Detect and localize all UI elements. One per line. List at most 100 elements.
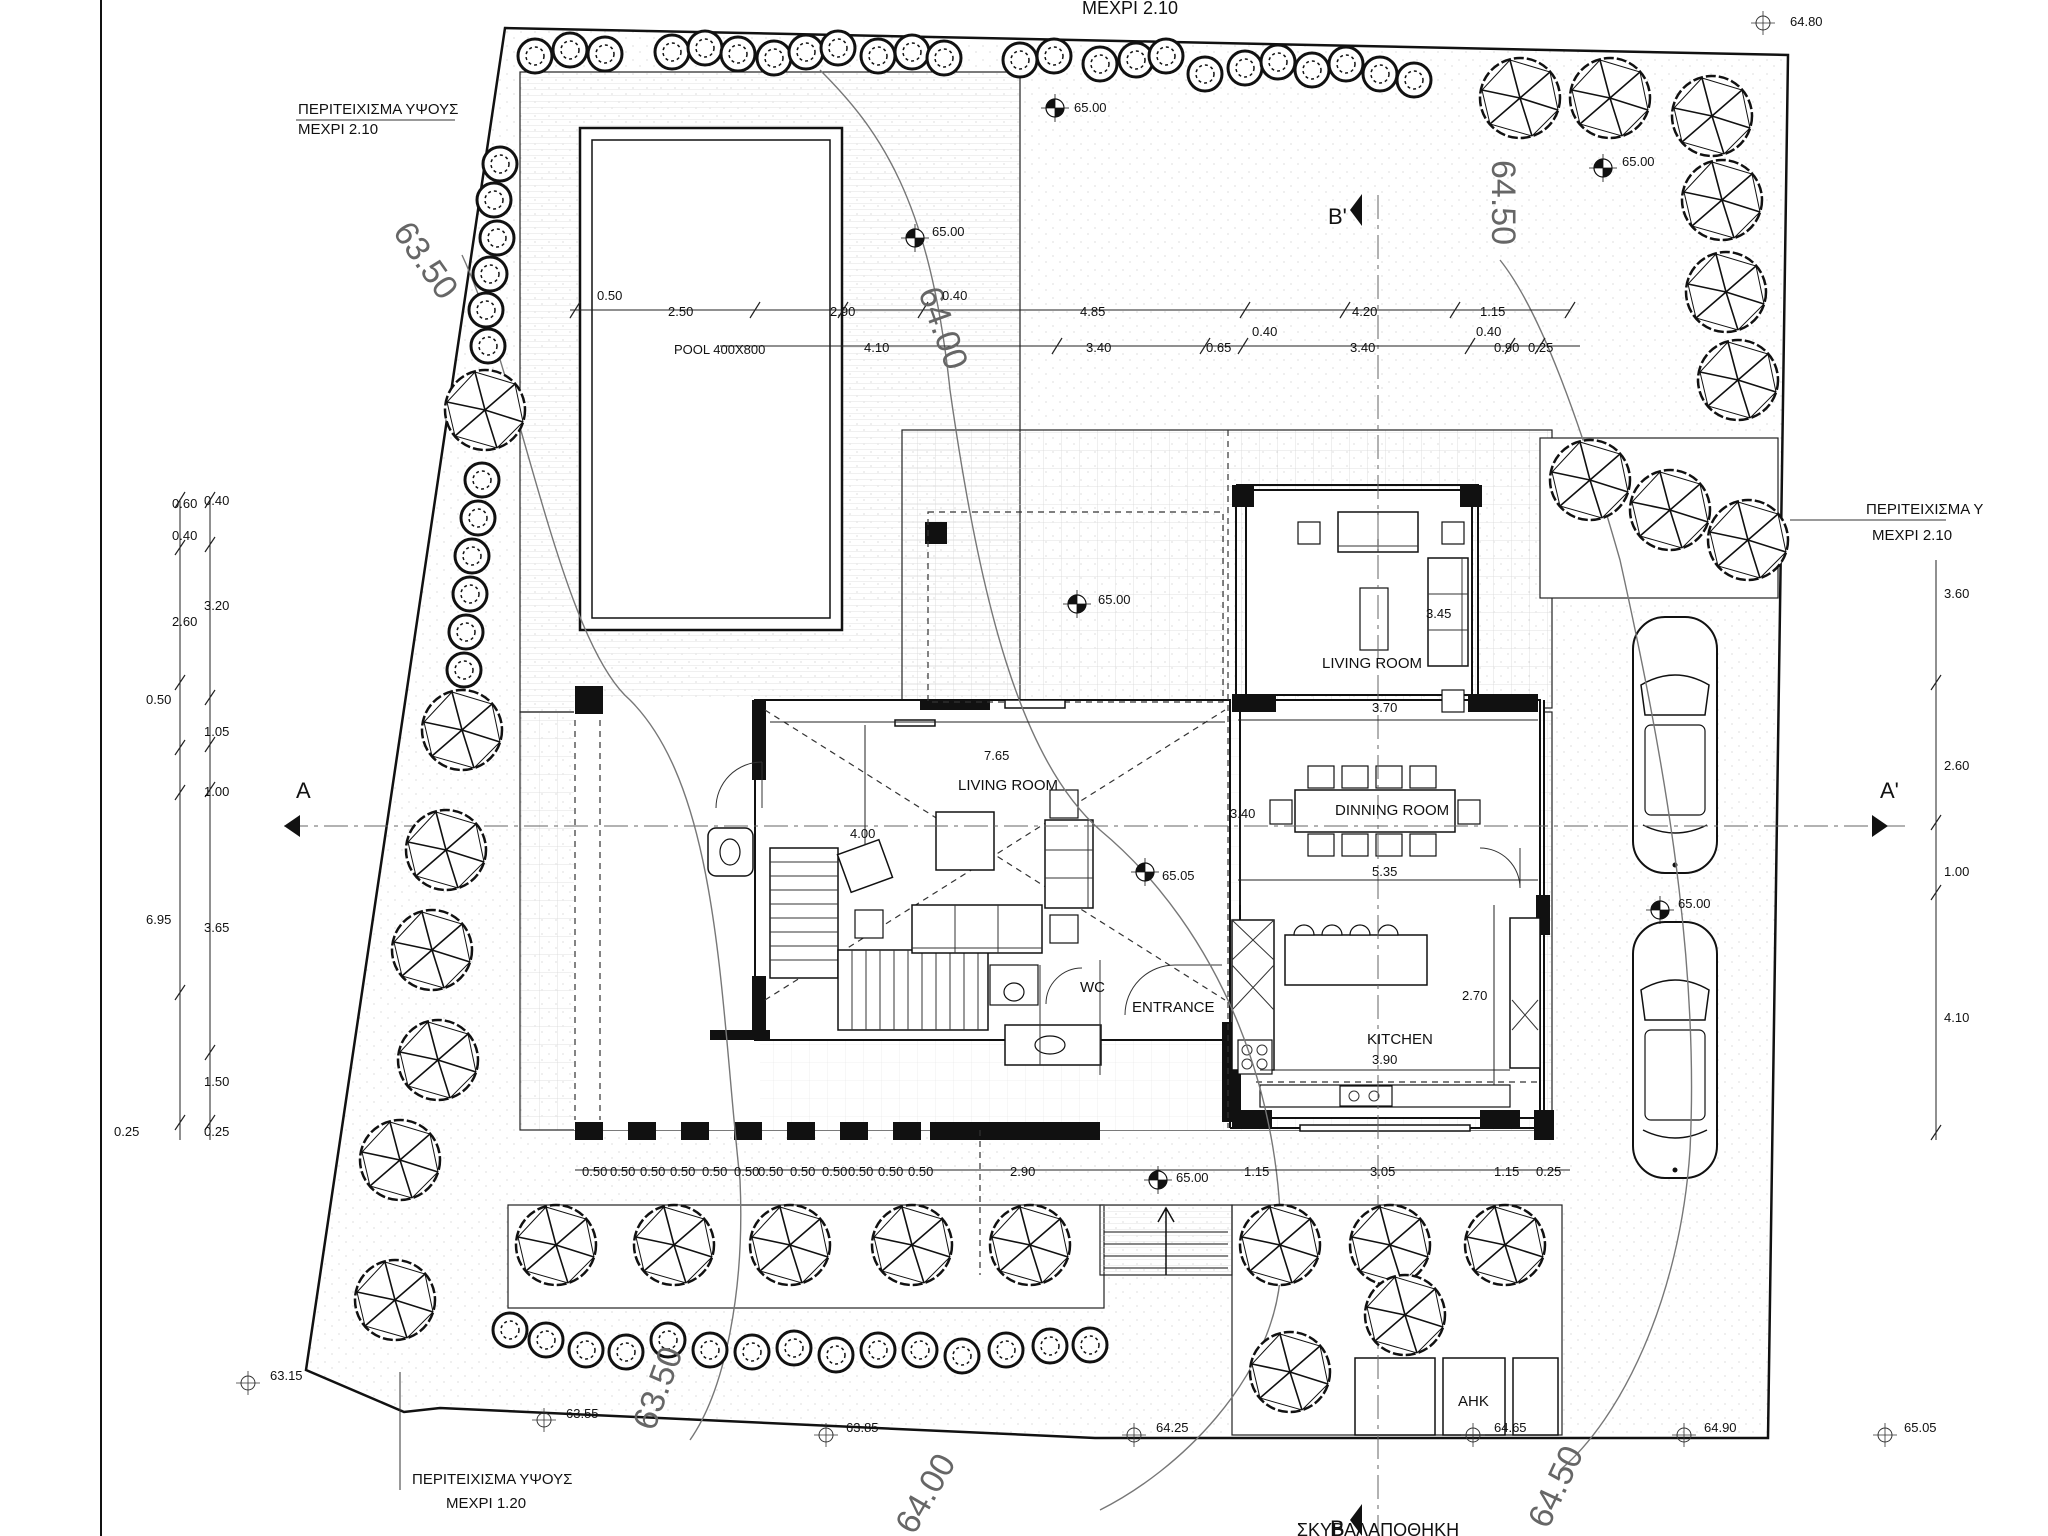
dim-bottom-10: 0.50	[878, 1164, 903, 1179]
level-garden-1: 65.00	[1074, 100, 1107, 115]
dim-left-out-2: 0.50	[146, 692, 171, 707]
dim-right-3: 4.10	[1944, 1010, 1969, 1025]
dim-bottom-16: 0.25	[1536, 1164, 1561, 1179]
dim-top1-1: 2.50	[668, 304, 693, 319]
dim-bottom-12: 2.90	[1010, 1164, 1035, 1179]
dim-living-room-width: 3.70	[1372, 700, 1397, 715]
wall-note-bottom-1: ΠΕΡΙΤΕΙΧΙΣΜΑ ΥΨΟΥΣ	[412, 1471, 572, 1488]
dim-left-in-4: 1.00	[204, 784, 229, 799]
contour-label-6: 64.50	[1521, 1440, 1591, 1533]
dim-bottom-15: 1.15	[1494, 1164, 1519, 1179]
wall-note-right-2: ΜΕΧΡΙ 2.10	[1872, 527, 1952, 544]
wall-note-top: ΜΕΧΡΙ 2.10	[1082, 0, 1178, 18]
dim-top1-4: 4.85	[1080, 304, 1105, 319]
wall-note-left-1: ΠΕΡΙΤΕΙΧΙΣΜΑ ΥΨΟΥΣ	[298, 101, 458, 118]
dim-left-out-1: 2.60	[172, 614, 197, 629]
dim-left-out-4: 0.25	[114, 1124, 139, 1139]
dim-bottom-8: 0.50	[822, 1164, 847, 1179]
level-front: 65.00	[1176, 1170, 1209, 1185]
dim-top1-3: 0.40	[942, 288, 967, 303]
dim-bottom-1: 0.50	[610, 1164, 635, 1179]
car-top	[1632, 616, 1718, 874]
level-terrace: 65.00	[1098, 592, 1131, 607]
level-parking: 65.00	[1678, 896, 1711, 911]
level-b2: 63.55	[566, 1406, 599, 1421]
dim-left-in-6: 1.50	[204, 1074, 229, 1089]
dim-bottom-7: 0.50	[790, 1164, 815, 1179]
car-bottom	[1632, 921, 1718, 1179]
dim-top1-5: 4.20	[1352, 304, 1377, 319]
dim-right-0: 3.60	[1944, 586, 1969, 601]
dim-left-in-7: 0.25	[204, 1124, 229, 1139]
level-garden-2: 65.00	[1622, 154, 1655, 169]
contour-label-5: 64.00	[888, 1447, 963, 1536]
dim-left-in-1: 0.40	[172, 528, 197, 543]
level-b3: 63.85	[846, 1420, 879, 1435]
pool-label: POOL 400X800	[674, 342, 765, 357]
dim-living-width: 7.65	[984, 748, 1009, 763]
contour-label-1: 63.50	[385, 215, 465, 307]
dim-left-in-5: 3.65	[204, 920, 229, 935]
level-b5: 64.65	[1494, 1420, 1527, 1435]
ahk-label: AHK	[1458, 1393, 1489, 1410]
level-pool: 65.00	[932, 224, 965, 239]
storage-label: ΣΚΥΒΑΛΑΠΟΘΗΚΗ	[1297, 1520, 1459, 1536]
wc-label: WC	[1080, 979, 1105, 996]
dim-bottom-13: 1.15	[1244, 1164, 1269, 1179]
dinning-room-label: DINNING ROOM	[1335, 802, 1449, 819]
dim-top2-0: 4.10	[864, 340, 889, 355]
dim-top2-7: 0.25	[1528, 340, 1553, 355]
wall-note-right-1: ΠΕΡΙΤΕΙΧΙΣΜΑ Υ	[1866, 501, 1983, 518]
dim-top2-3: 0.40	[1252, 324, 1277, 339]
dim-left-out-0: 0.60	[172, 496, 197, 511]
dim-top2-1: 3.40	[1086, 340, 1111, 355]
dim-right-2: 1.00	[1944, 864, 1969, 879]
dim-right-1: 2.60	[1944, 758, 1969, 773]
dim-left-in-2: 3.20	[204, 598, 229, 613]
kitchen-label: KITCHEN	[1367, 1031, 1433, 1048]
level-b4: 64.25	[1156, 1420, 1189, 1435]
living-room-label: LIVING ROOM	[958, 777, 1058, 794]
level-b6: 64.90	[1704, 1420, 1737, 1435]
dim-top1-2: 2.90	[830, 304, 855, 319]
level-b1: 63.15	[270, 1368, 303, 1383]
dim-left-in-0: 0.40	[204, 493, 229, 508]
section-b-top: B'	[1328, 204, 1347, 229]
pool	[578, 126, 844, 632]
contour-label-3: 64.50	[1484, 160, 1522, 245]
dim-top1-6: 1.15	[1480, 304, 1505, 319]
dim-dinning-width: 5.35	[1372, 864, 1397, 879]
dim-living-room-height: 3.45	[1426, 606, 1451, 621]
dim-bottom-4: 0.50	[702, 1164, 727, 1179]
entrance-label: ENTRANCE	[1132, 999, 1215, 1016]
dim-left-in-3: 1.05	[204, 724, 229, 739]
dim-bottom-3: 0.50	[670, 1164, 695, 1179]
living-room-upper-label: LIVING ROOM	[1322, 655, 1422, 672]
dim-kitchen-width: 3.90	[1372, 1052, 1397, 1067]
level-living: 65.05	[1162, 868, 1195, 883]
dim-living-height: 3.40	[1230, 806, 1255, 821]
dim-top1-0: 0.50	[597, 288, 622, 303]
section-b-bottom: B	[1330, 1516, 1345, 1536]
dim-bottom-11: 0.50	[908, 1164, 933, 1179]
dim-kitchen-height: 2.70	[1462, 988, 1487, 1003]
section-a-right: A'	[1880, 778, 1899, 803]
dim-living-stair: 4.00	[850, 826, 875, 841]
dim-top2-2: 0.65	[1206, 340, 1231, 355]
wall-note-bottom-2: ΜΕΧΡΙ 1.20	[446, 1495, 526, 1512]
dim-top2-6: 0.90	[1494, 340, 1519, 355]
dim-bottom-0: 0.50	[582, 1164, 607, 1179]
dim-bottom-5: 0.50	[734, 1164, 759, 1179]
dim-bottom-2: 0.50	[640, 1164, 665, 1179]
level-b7: 65.05	[1904, 1420, 1937, 1435]
wall-note-left-2: ΜΕΧΡΙ 2.10	[298, 121, 378, 138]
dim-bottom-9: 0.50	[848, 1164, 873, 1179]
dim-top2-4: 3.40	[1350, 340, 1375, 355]
dim-top2-5: 0.40	[1476, 324, 1501, 339]
dim-bottom-14: 3.05	[1370, 1164, 1395, 1179]
section-a-left: A	[296, 778, 311, 803]
dim-left-out-3: 6.95	[146, 912, 171, 927]
dim-bottom-6: 0.50	[758, 1164, 783, 1179]
level-top-right: 64.80	[1790, 14, 1823, 29]
